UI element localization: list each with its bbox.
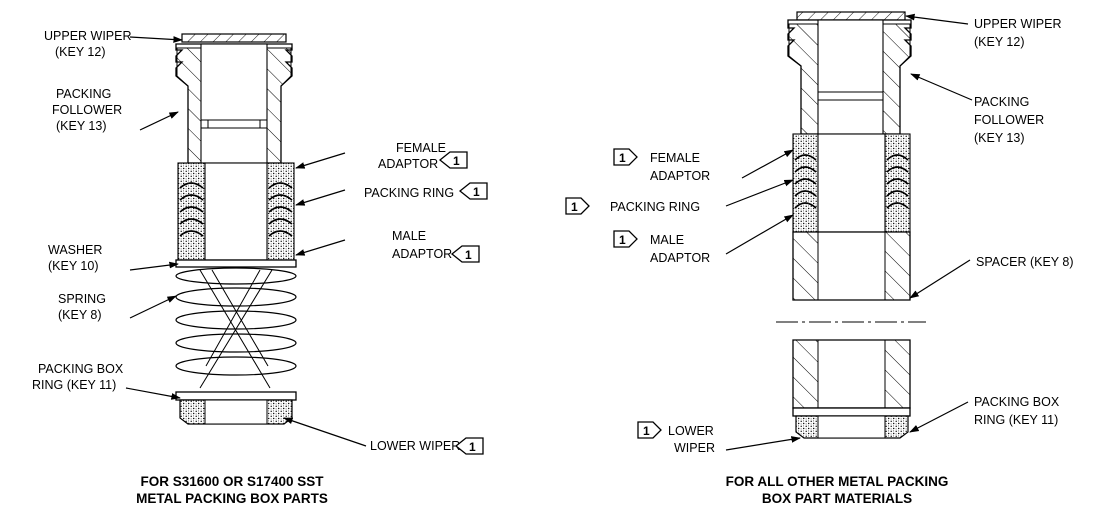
right-label-spacer: SPACER (KEY 8) xyxy=(976,255,1074,269)
label-line: PACKING BOX xyxy=(38,362,124,376)
note-flag: 1 xyxy=(458,182,488,200)
label-line: PACKING BOX xyxy=(974,395,1060,409)
caption-line: BOX PART MATERIALS xyxy=(762,491,912,506)
label-line: PACKING RING xyxy=(610,200,700,214)
note-flag-number: 1 xyxy=(465,248,472,262)
left-follower-bore xyxy=(200,43,268,164)
note-flag-number: 1 xyxy=(469,440,476,454)
note-flag-number: 1 xyxy=(571,200,578,214)
right-caption: FOR ALL OTHER METAL PACKING BOX PART MAT… xyxy=(726,474,949,506)
left-follower-wall-right xyxy=(266,47,292,164)
label-line: (KEY 8) xyxy=(58,308,102,322)
label-line: RING (KEY 11) xyxy=(32,378,116,392)
label-line: LOWER WIPER xyxy=(370,439,460,453)
caption-line: METAL PACKING BOX PARTS xyxy=(136,491,328,506)
note-flag: 1 xyxy=(613,230,638,248)
right-packing-box-ring-part xyxy=(792,407,911,417)
label-line: RING (KEY 11) xyxy=(974,413,1058,427)
left-label-male-adaptor: MALE ADAPTOR 1 xyxy=(392,229,480,263)
label-line: (KEY 13) xyxy=(974,131,1025,145)
left-label-packing-box-ring: PACKING BOX RING (KEY 11) xyxy=(32,362,124,392)
right-label-packing-follower: PACKING FOLLOWER (KEY 13) xyxy=(974,95,1044,145)
left-label-washer: WASHER (KEY 10) xyxy=(48,243,102,273)
label-line: FOLLOWER xyxy=(52,103,122,117)
label-line: PACKING xyxy=(56,87,111,101)
left-packing-stack-left xyxy=(177,162,206,261)
label-line: (KEY 12) xyxy=(974,35,1025,49)
label-line: UPPER WIPER xyxy=(44,29,132,43)
label-line: MALE xyxy=(650,233,684,247)
note-flag: 1 xyxy=(613,148,638,166)
note-flag-number: 1 xyxy=(473,185,480,199)
label-line: (KEY 12) xyxy=(55,45,106,59)
label-line: PACKING RING xyxy=(364,186,454,200)
right-leaders xyxy=(725,13,973,451)
note-flag: 1 xyxy=(438,151,468,169)
label-line: PACKING xyxy=(974,95,1029,109)
left-packing-box-ring-part xyxy=(175,391,297,401)
note-flag-number: 1 xyxy=(619,151,626,165)
left-label-female-adaptor: FEMALE ADAPTOR 1 xyxy=(378,141,468,171)
left-leaders xyxy=(125,36,367,447)
caption-line: FOR S31600 OR S17400 SST xyxy=(140,474,324,489)
left-packing-chevrons xyxy=(179,182,293,237)
left-assembly: UPPER WIPER (KEY 12) PACKING FOLLOWER (K… xyxy=(32,29,488,506)
right-label-packing-box-ring: PACKING BOX RING (KEY 11) xyxy=(974,395,1060,427)
right-label-upper-wiper: UPPER WIPER (KEY 12) xyxy=(974,17,1062,49)
right-follower-wall-right xyxy=(882,23,911,135)
left-follower-wall-left xyxy=(176,47,202,164)
label-line: FEMALE xyxy=(396,141,446,155)
right-packing-chevrons xyxy=(794,154,909,209)
label-line: WASHER xyxy=(48,243,102,257)
note-flag-number: 1 xyxy=(619,233,626,247)
note-flag: 1 xyxy=(454,437,484,455)
right-assembly: UPPER WIPER (KEY 12) PACKING FOLLOWER (K… xyxy=(565,11,1074,506)
right-follower-wall-left xyxy=(788,23,819,135)
right-label-packing-ring: 1 PACKING RING xyxy=(565,197,700,215)
label-line: ADAPTOR xyxy=(392,247,452,261)
left-label-spring: SPRING (KEY 8) xyxy=(58,292,106,322)
label-line: ADAPTOR xyxy=(650,169,710,183)
label-line: ADAPTOR xyxy=(650,251,710,265)
left-label-packing-ring: PACKING RING 1 xyxy=(364,182,488,200)
note-flag-number: 1 xyxy=(453,154,460,168)
label-line: WIPER xyxy=(674,441,715,455)
label-line: SPRING xyxy=(58,292,106,306)
right-label-female-adaptor: 1 FEMALE ADAPTOR xyxy=(613,148,710,183)
label-line: FOLLOWER xyxy=(974,113,1044,127)
left-caption: FOR S31600 OR S17400 SST METAL PACKING B… xyxy=(136,474,328,506)
note-flag-number: 1 xyxy=(643,424,650,438)
right-upper-wiper-part xyxy=(796,11,906,21)
left-label-lower-wiper: LOWER WIPER 1 xyxy=(370,437,484,455)
note-flag: 1 xyxy=(637,421,662,439)
left-upper-wiper-part xyxy=(181,33,287,43)
left-label-packing-follower: PACKING FOLLOWER (KEY 13) xyxy=(52,87,122,133)
left-label-upper-wiper: UPPER WIPER (KEY 12) xyxy=(44,29,132,59)
left-packing-stack-right xyxy=(266,162,295,261)
label-line: LOWER xyxy=(668,424,714,438)
label-line: ADAPTOR xyxy=(378,157,438,171)
left-washer-part xyxy=(175,259,297,268)
label-line: UPPER WIPER xyxy=(974,17,1062,31)
left-spring-part xyxy=(175,267,297,389)
label-line: MALE xyxy=(392,229,426,243)
label-line: SPACER (KEY 8) xyxy=(976,255,1074,269)
note-flag: 1 xyxy=(565,197,590,215)
right-label-male-adaptor: 1 MALE ADAPTOR xyxy=(613,230,710,265)
note-flag: 1 xyxy=(450,245,480,263)
right-follower-bore xyxy=(817,19,884,135)
right-label-lower-wiper: 1 LOWER WIPER xyxy=(637,421,715,455)
caption-line: FOR ALL OTHER METAL PACKING xyxy=(726,474,949,489)
label-line: (KEY 10) xyxy=(48,259,99,273)
label-line: (KEY 13) xyxy=(56,119,107,133)
label-line: FEMALE xyxy=(650,151,700,165)
